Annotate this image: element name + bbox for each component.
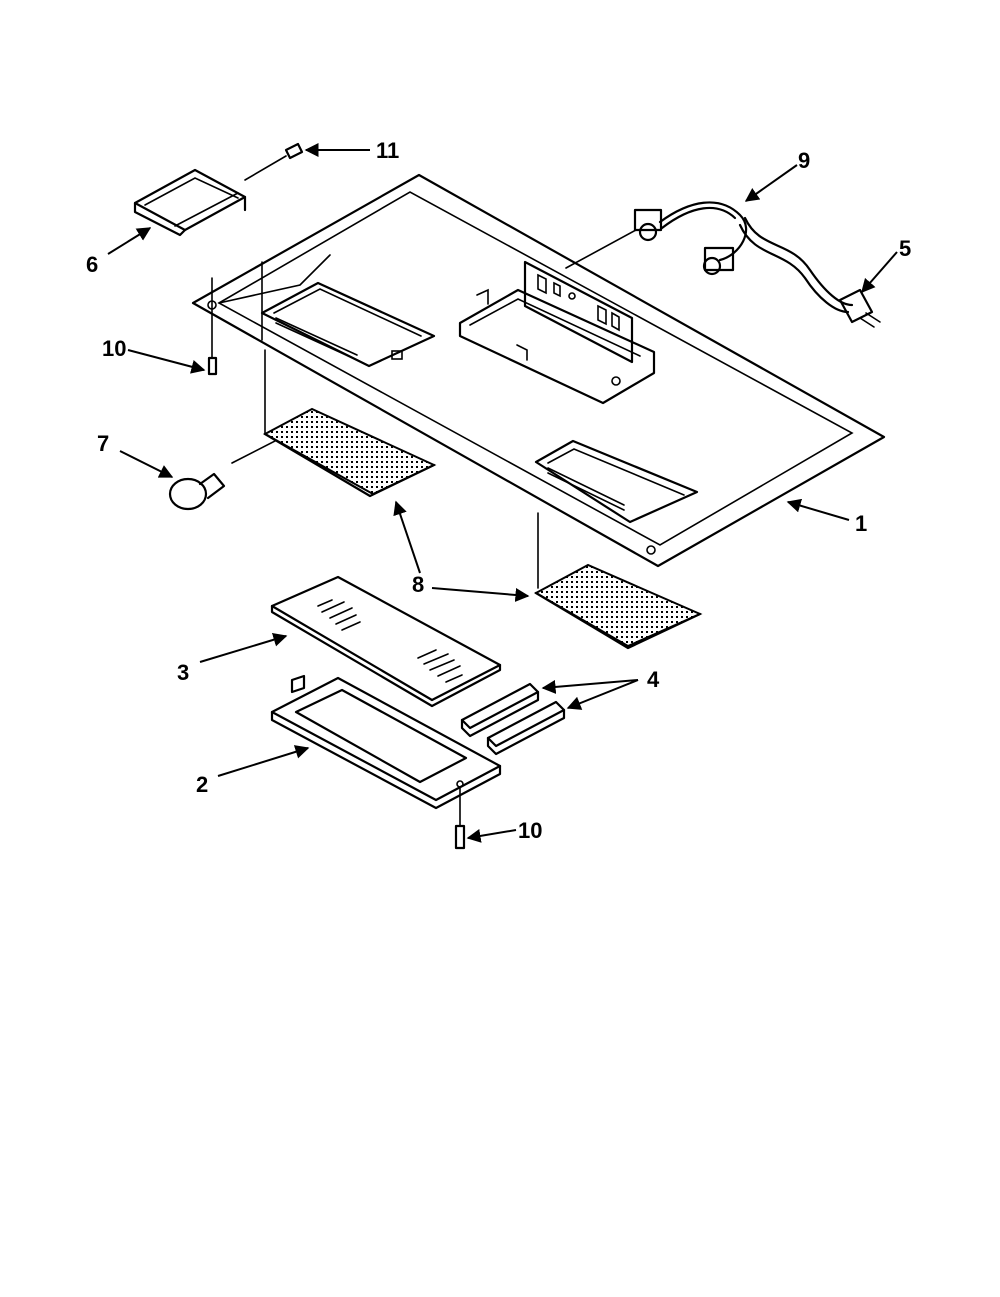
callout-5: 5	[899, 236, 911, 261]
wire-harness-part-9	[565, 201, 854, 314]
callout-4: 4	[647, 667, 660, 692]
callout-1: 1	[855, 511, 867, 536]
callout-10-top: 10	[102, 336, 126, 361]
callout-6: 6	[86, 252, 98, 277]
screw-part-10-bottom	[454, 787, 466, 850]
filter-frame-part-2	[270, 674, 502, 810]
callout-8: 8	[412, 572, 424, 597]
callout-7: 7	[97, 431, 109, 456]
grease-filter-part-8-right	[533, 512, 703, 650]
screw-part-11	[244, 142, 304, 181]
filter-strips-part-4	[460, 682, 566, 756]
base-plate-part-1	[191, 173, 886, 568]
charcoal-filter-part-3	[270, 575, 502, 708]
callout-10-bottom: 10	[518, 818, 542, 843]
callout-2: 2	[196, 772, 208, 797]
callout-3: 3	[177, 660, 189, 685]
grease-filter-part-8-left	[261, 261, 437, 498]
callout-11: 11	[376, 138, 399, 163]
callout-9: 9	[798, 148, 810, 173]
bracket-part-6	[133, 168, 247, 237]
leader-lines	[107, 143, 898, 843]
power-plug-part-5	[838, 288, 881, 328]
screw-part-10-top	[207, 277, 218, 376]
